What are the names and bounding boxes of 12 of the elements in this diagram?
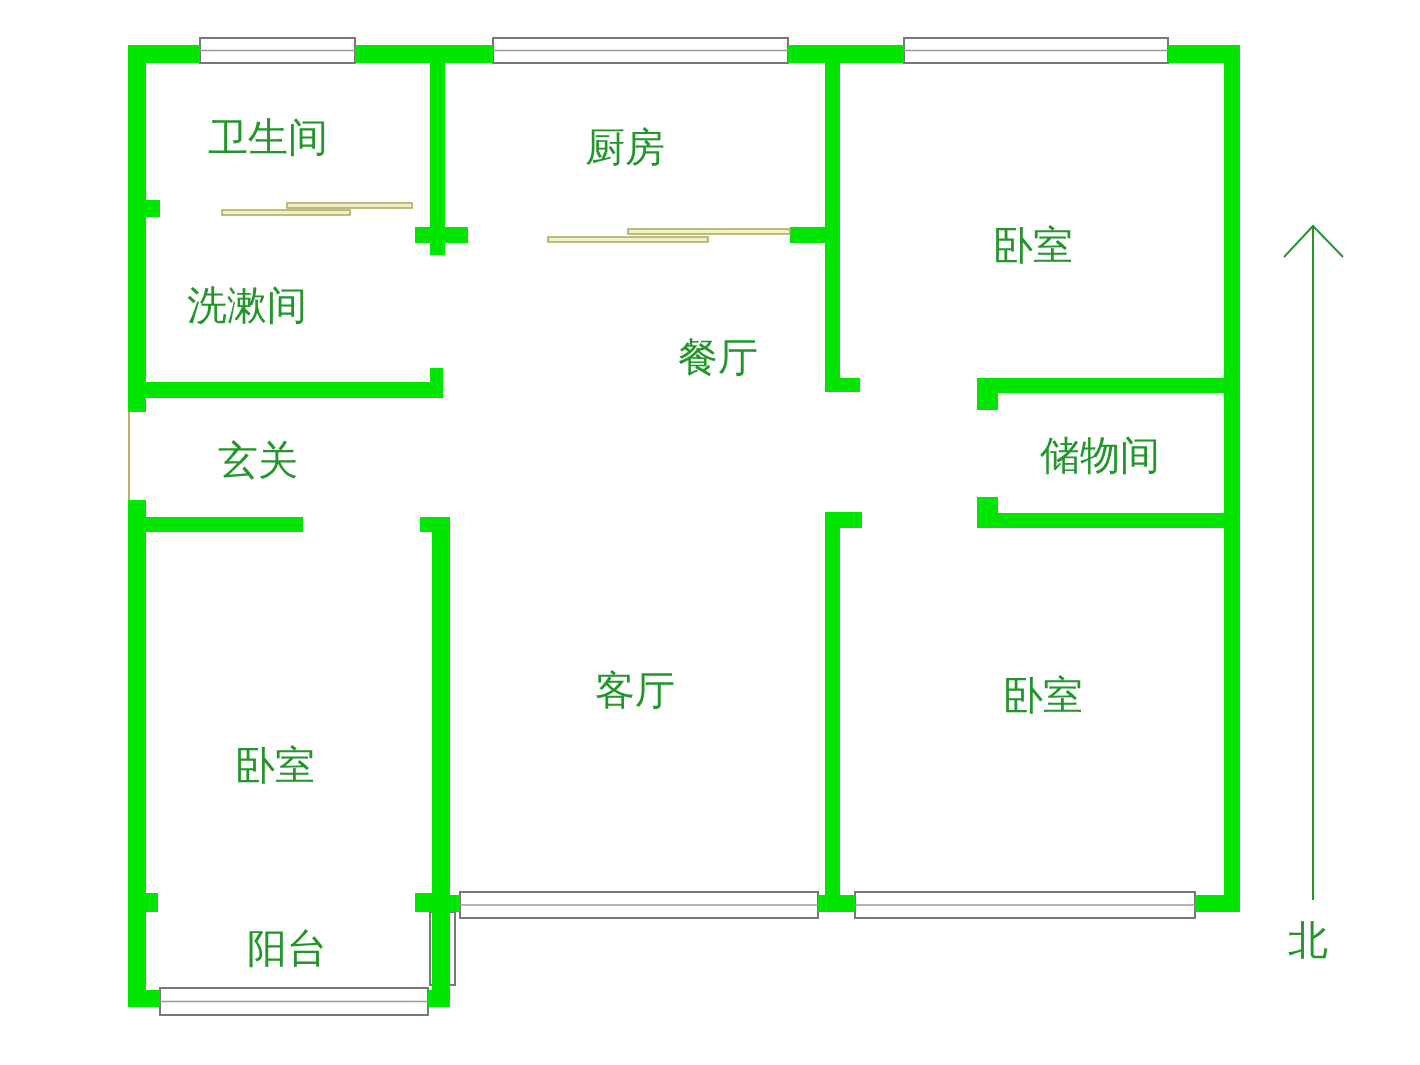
- room-label: 阳台: [247, 926, 327, 970]
- room-label: 储物间: [1040, 433, 1160, 477]
- room-label: 餐厅: [678, 335, 758, 379]
- room-label: 玄关: [218, 438, 298, 482]
- room-label: 厨房: [585, 125, 665, 169]
- north-label: 北: [1288, 918, 1328, 962]
- room-label: 卧室: [1003, 673, 1083, 717]
- room-label: 卧室: [235, 743, 315, 787]
- room-label: 洗漱间: [187, 283, 307, 327]
- room-label: 卫生间: [208, 115, 328, 159]
- room-label: 客厅: [595, 668, 675, 712]
- room-label: 卧室: [993, 223, 1073, 267]
